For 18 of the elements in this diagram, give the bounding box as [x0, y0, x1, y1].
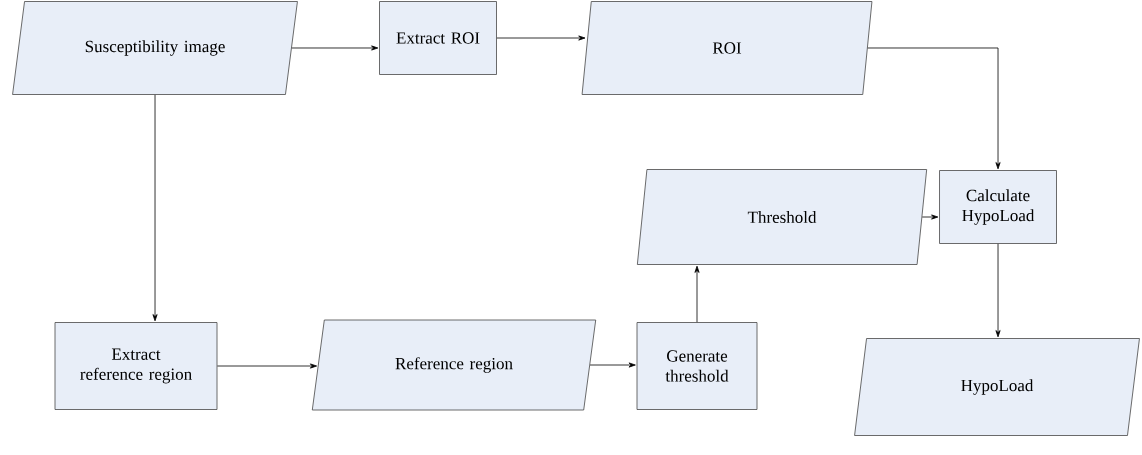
- data-parallelogram: Reference region: [311, 319, 597, 411]
- data-parallelogram: HypoLoad: [854, 338, 1140, 436]
- arrow: [152, 94, 158, 322]
- arrow: [217, 363, 318, 369]
- arrow: [589, 362, 636, 368]
- data-parallelogram: ROI: [581, 1, 873, 95]
- data-parallelogram: Threshold: [636, 169, 928, 265]
- process-box: Calculate HypoLoad: [939, 170, 1057, 244]
- arrow: [496, 35, 586, 41]
- arrow: [995, 243, 1001, 338]
- arrow: [291, 45, 379, 51]
- process-box: Extract reference region: [54, 322, 218, 410]
- arrow: [921, 214, 939, 220]
- arrow: [694, 265, 700, 323]
- data-parallelogram: Susceptibility image: [12, 1, 298, 95]
- arrow: [867, 47, 1001, 170]
- process-box: Generate threshold: [636, 322, 758, 410]
- process-box: Extract ROI: [379, 1, 497, 75]
